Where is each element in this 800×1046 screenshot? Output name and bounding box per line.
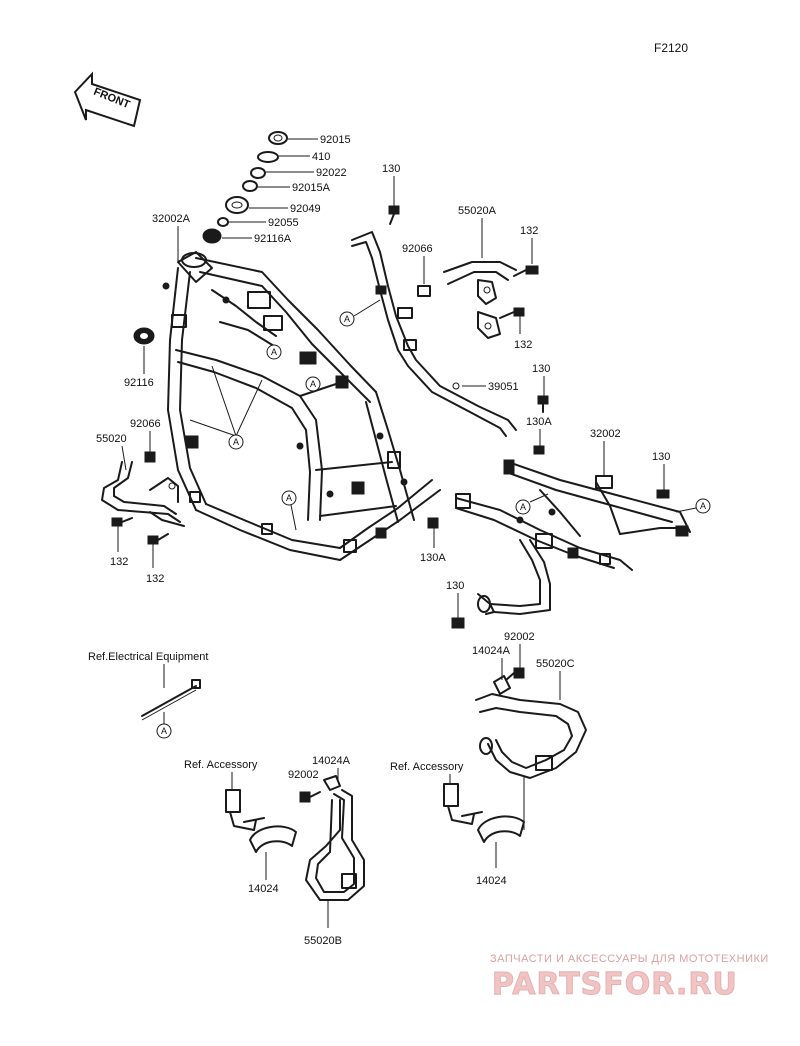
ref-a-marker: A (339, 299, 381, 327)
bolt-92002-left (299, 791, 321, 803)
label-130-top: 130 (382, 163, 400, 175)
bolt-130-mid (537, 395, 549, 413)
clamp-14024A-left (323, 775, 341, 791)
watermark-tagline: ЗАПЧАСТИ И АКСЕССУАРЫ ДЛЯ МОТОТЕХНИКИ (490, 953, 769, 965)
ref-letter: A (700, 501, 706, 511)
label-130-mid: 130 (532, 363, 550, 375)
bolt-130-low (451, 617, 465, 629)
label-92066-left: 92066 (130, 418, 161, 430)
ref-a-marker: A (515, 493, 549, 515)
ref-a-marker: A (675, 498, 711, 514)
watermark-logo: PARTSFOR.RU (492, 967, 738, 1002)
bolt-132-right (513, 265, 539, 277)
label-132-c: 132 (520, 225, 538, 237)
ref-letter: A (271, 347, 277, 357)
ref-letter: A (344, 314, 350, 324)
label-410: 410 (312, 151, 330, 163)
label-55020B: 55020B (304, 935, 342, 947)
label-92049: 92049 (290, 203, 321, 215)
accessory-bolt-left (225, 789, 265, 831)
label-14024-right: 14024 (476, 875, 507, 887)
label-55020A: 55020A (458, 205, 497, 217)
bolt-92002-right (505, 667, 525, 681)
crash-bar-55020C (475, 693, 587, 779)
label-130-low: 130 (446, 580, 464, 592)
label-92015A: 92015A (292, 182, 331, 194)
rear-bracket-lower (477, 539, 551, 615)
figure-code: F2120 (654, 41, 688, 55)
label-14024-left: 14024 (248, 883, 279, 895)
label-92116: 92116 (124, 377, 154, 389)
label-92116A: 92116A (254, 233, 292, 245)
bolt-130A-low (427, 517, 439, 529)
ref-letter: A (520, 502, 526, 512)
ref-accessory-left: Ref. Accessory (184, 759, 258, 771)
label-92002-left: 92002 (288, 769, 319, 781)
label-92066-right: 92066 (402, 243, 433, 255)
ref-accessory-right: Ref. Accessory (390, 761, 464, 773)
clamp-14024-left (249, 825, 297, 853)
ref-letter: A (161, 726, 167, 736)
label-14024A-right: 14024A (472, 645, 511, 657)
ref-a-marker: A (189, 365, 263, 450)
ref-letter: A (286, 493, 292, 503)
label-39051: 39051 (488, 381, 519, 393)
bracket-55020A (443, 261, 517, 339)
grommet-92116 (133, 327, 155, 374)
clamp-14024-right (477, 815, 525, 843)
label-130A-mid: 130A (526, 416, 552, 428)
label-132-a: 132 (110, 556, 128, 568)
label-55020: 55020 (96, 433, 127, 445)
bolt-132-right-lower (499, 307, 525, 334)
crash-bar-55020B (305, 789, 365, 901)
ref-a-marker: A (156, 712, 172, 739)
label-132-d: 132 (514, 339, 532, 351)
bolt-130-right (656, 489, 670, 499)
label-130-right: 130 (652, 451, 670, 463)
watermark: ЗАПЧАСТИ И АКСЕССУАРЫ ДЛЯ МОТОТЕХНИКИ PA… (490, 953, 769, 1003)
steering-head-hardware (202, 131, 318, 244)
main-frame (162, 251, 441, 561)
accessory-bolt-right (443, 783, 483, 825)
ref-electrical-label: Ref.Electrical Equipment (88, 651, 208, 663)
bolt-130-top (388, 205, 400, 225)
cable-tie (141, 679, 201, 721)
label-32002: 32002 (590, 428, 621, 440)
ref-a-marker: A (281, 490, 297, 531)
label-130A-low: 130A (420, 552, 446, 564)
subframe-32002 (455, 459, 691, 571)
bracket-55020 (101, 461, 185, 527)
bolt-132-left-lower (147, 533, 169, 568)
clamp-14024A-right (493, 675, 511, 695)
bushing-92066-right (417, 285, 431, 297)
label-132-b: 132 (146, 573, 164, 585)
label-92022: 92022 (316, 167, 347, 179)
ref-letter: A (233, 437, 239, 447)
rail-39051 (351, 231, 517, 437)
label-92055: 92055 (268, 217, 299, 229)
bolt-130A-mid (533, 445, 545, 455)
ref-letter: A (310, 379, 316, 389)
label-32002A: 32002A (152, 213, 191, 225)
ref-a-marker: A (305, 376, 321, 392)
label-92002-right: 92002 (504, 631, 535, 643)
front-arrow-icon: FRONT (73, 71, 142, 128)
ref-a-marker: A (266, 344, 282, 360)
label-14024A-left: 14024A (312, 755, 351, 767)
bolt-132-left (111, 517, 133, 552)
label-55020C: 55020C (536, 658, 575, 670)
bushing-92066-left (144, 451, 156, 463)
label-92015: 92015 (320, 134, 351, 146)
